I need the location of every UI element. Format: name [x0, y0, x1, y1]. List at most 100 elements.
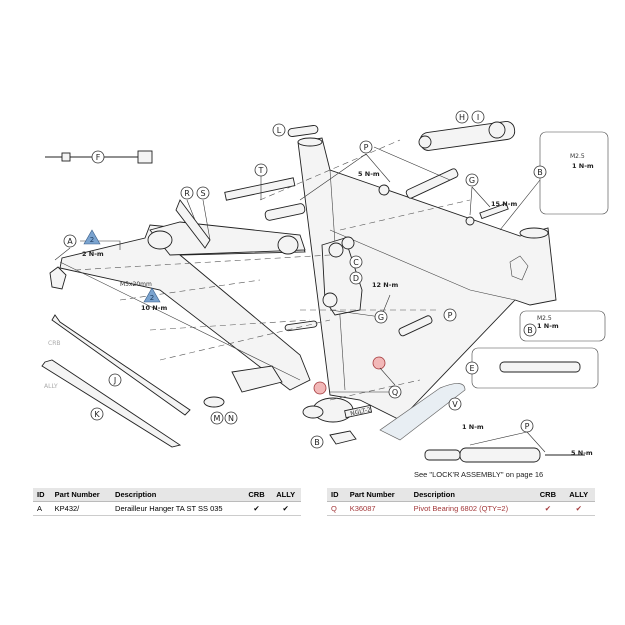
cell-part-number: KP432/	[50, 501, 112, 516]
svg-text:G: G	[378, 313, 384, 322]
table-row: Q K36087 Pivot Bearing 6802 (QTY=2) ✔ ✔	[327, 501, 595, 516]
col-part-number: Part Number	[345, 488, 410, 502]
cell-crb-check: ✔	[242, 501, 271, 516]
callout-B-3: B	[310, 435, 324, 449]
callout-B-2: B	[523, 323, 537, 337]
variant-ally: ALLY	[44, 383, 58, 390]
callout-S: S	[196, 186, 210, 200]
col-ally: ALLY	[562, 488, 595, 502]
callout-P: P	[359, 140, 373, 154]
torque-5nm: 5 N-m	[358, 170, 380, 178]
svg-text:P: P	[525, 422, 530, 431]
col-description: Description	[409, 488, 534, 502]
table-row: A KP432/ Derailleur Hanger TA ST SS 035 …	[33, 501, 301, 516]
callout-B: B	[533, 165, 547, 179]
svg-text:S: S	[200, 189, 205, 198]
svg-text:I: I	[477, 113, 479, 122]
footnote: See "LOCK'R ASSEMBLY" on page 16	[414, 470, 543, 479]
variant-crb: CRB	[48, 340, 60, 347]
warning-badge-hanger: 2	[143, 287, 161, 303]
cell-description: Derailleur Hanger TA ST SS 035	[111, 501, 243, 516]
callout-P-2: P	[443, 308, 457, 322]
callout-G: G	[465, 173, 479, 187]
callout-V: V	[448, 397, 462, 411]
cell-ally-check: ✔	[270, 501, 301, 516]
col-id: ID	[327, 488, 346, 502]
svg-text:B: B	[527, 326, 533, 335]
protector-ally	[41, 359, 182, 448]
callout-K: K	[90, 407, 104, 421]
parts-table-left: ID Part Number Description CRB ALLY A KP…	[33, 488, 301, 516]
hardware: NGLT-2	[45, 125, 509, 445]
svg-text:T: T	[258, 166, 264, 175]
col-id: ID	[33, 488, 51, 502]
svg-text:R: R	[184, 189, 190, 198]
torque-1nm: 1 N-m	[572, 162, 594, 170]
svg-text:Q: Q	[392, 388, 398, 397]
svg-text:D: D	[353, 274, 359, 283]
col-crb: CRB	[533, 488, 563, 502]
svg-text:2: 2	[150, 294, 154, 302]
torque-1nm-2: 1 N-m	[537, 322, 559, 330]
cell-crb-check: ✔	[533, 501, 563, 516]
svg-text:P: P	[448, 311, 453, 320]
callout-A: A	[63, 234, 77, 248]
downtube-guard	[379, 383, 466, 441]
torque-10nm: 10 N-m	[141, 304, 167, 312]
callout-C: C	[349, 255, 363, 269]
exploded-frame-diagram: NGLT-2 2 2 2 N-m M5x20mm 10 N-m 5 N-m 15…	[41, 110, 609, 479]
bolt-size: M5x20mm	[120, 281, 152, 288]
svg-text:P: P	[364, 143, 369, 152]
callout-H: H	[455, 110, 469, 124]
svg-text:2: 2	[90, 236, 94, 244]
svg-text:E: E	[469, 364, 474, 373]
cell-part-number: K36087	[345, 501, 410, 516]
bolt-m25: M2.5	[570, 153, 585, 160]
svg-text:C: C	[353, 258, 359, 267]
callout-N: N	[224, 411, 238, 425]
svg-text:L: L	[277, 126, 282, 135]
cell-ally-check: ✔	[562, 501, 595, 516]
callout-R: R	[180, 186, 194, 200]
bolt-m25-2: M2.5	[537, 315, 552, 322]
warning-badge-a: 2	[83, 229, 101, 245]
front-triangle	[297, 137, 557, 423]
col-part-number: Part Number	[50, 488, 112, 502]
threadlock-label: NGLT-2	[350, 406, 372, 417]
callout-M: M	[210, 411, 224, 425]
callout-L: L	[272, 123, 286, 137]
torque-15nm: 15 N-m	[491, 200, 517, 208]
svg-text:F: F	[96, 153, 101, 162]
protector-crb	[51, 314, 191, 416]
col-description: Description	[111, 488, 243, 502]
svg-text:K: K	[94, 410, 100, 419]
svg-text:B: B	[537, 168, 543, 177]
cell-id: A	[33, 501, 51, 516]
inset-cable-port-top	[539, 131, 609, 215]
svg-text:H: H	[459, 113, 465, 122]
col-ally: ALLY	[270, 488, 301, 502]
callout-E: E	[465, 361, 479, 375]
svg-text:N: N	[228, 414, 234, 423]
torque-12nm: 12 N-m	[372, 281, 398, 289]
col-crb: CRB	[242, 488, 271, 502]
cell-description: Pivot Bearing 6802 (QTY=2)	[409, 501, 534, 516]
callout-Q: Q	[388, 385, 402, 399]
svg-text:A: A	[67, 237, 73, 246]
svg-text:M: M	[214, 414, 221, 423]
callout-T: T	[254, 163, 268, 177]
torque-2nm: 2 N-m	[82, 250, 104, 258]
callout-G-2: G	[374, 310, 388, 324]
inset-cable-port-bottom	[519, 310, 606, 342]
callout-F: F	[91, 150, 105, 164]
callout-D: D	[349, 271, 363, 285]
callout-J: J	[108, 373, 122, 387]
callout-I: I	[471, 110, 485, 124]
svg-text:J: J	[113, 376, 116, 385]
torque-1nm-3: 1 N-m	[462, 423, 484, 431]
svg-text:V: V	[452, 400, 458, 409]
callout-P-3: P	[520, 419, 534, 433]
rear-triangle	[49, 199, 311, 393]
parts-table-right: ID Part Number Description CRB ALLY Q K3…	[327, 488, 595, 516]
svg-text:B: B	[314, 438, 320, 447]
